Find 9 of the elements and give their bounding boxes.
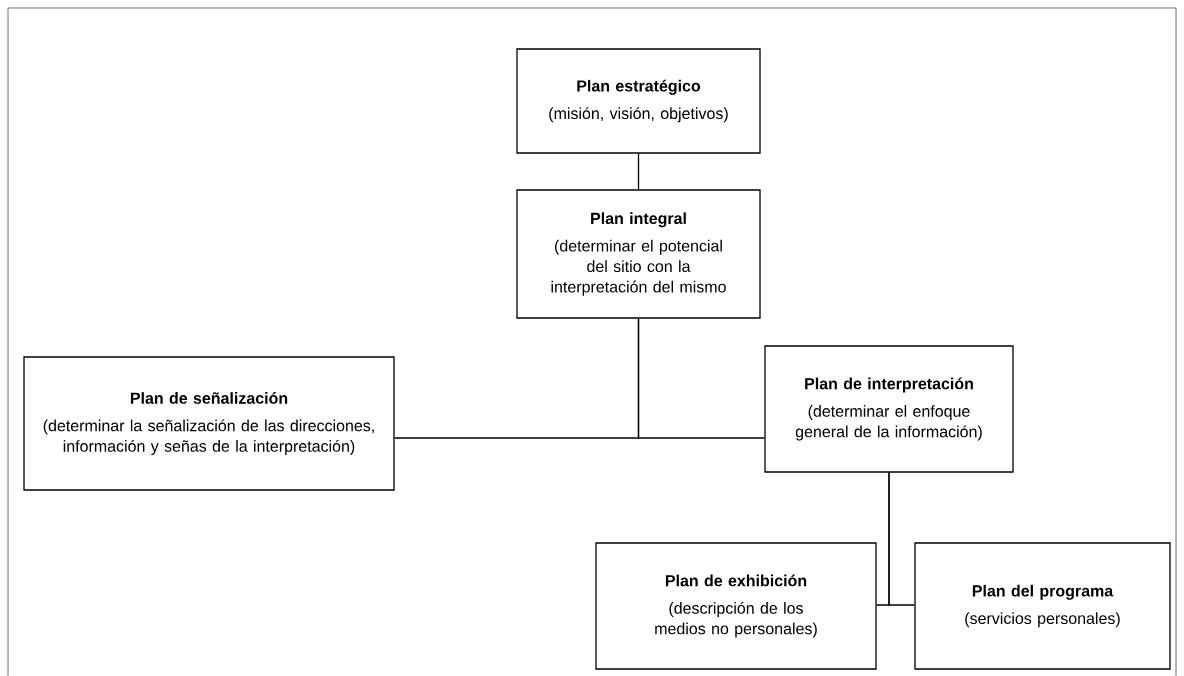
- plan-box: Plan del programa (servicios personales): [914, 542, 1171, 670]
- connector-line: [637, 318, 765, 439]
- connector-line: [637, 153, 640, 190]
- plan-box: Plan integral (determinar el potencial del sitio con la interpretación del mismo: [516, 189, 761, 319]
- plan-box: Plan de interpretación (determinar el enfoque general de la información): [764, 345, 1014, 473]
- plan-box: Plan de exhibición (descripción de los medios no personales): [595, 542, 877, 670]
- plan-box: Plan de señalización (determinar la señalización de las direcciones, información y señas de la interpretación): [23, 356, 395, 491]
- connector-line: [888, 472, 915, 606]
- plan-box: Plan estratégico (misión, visión, objetivos): [516, 48, 761, 154]
